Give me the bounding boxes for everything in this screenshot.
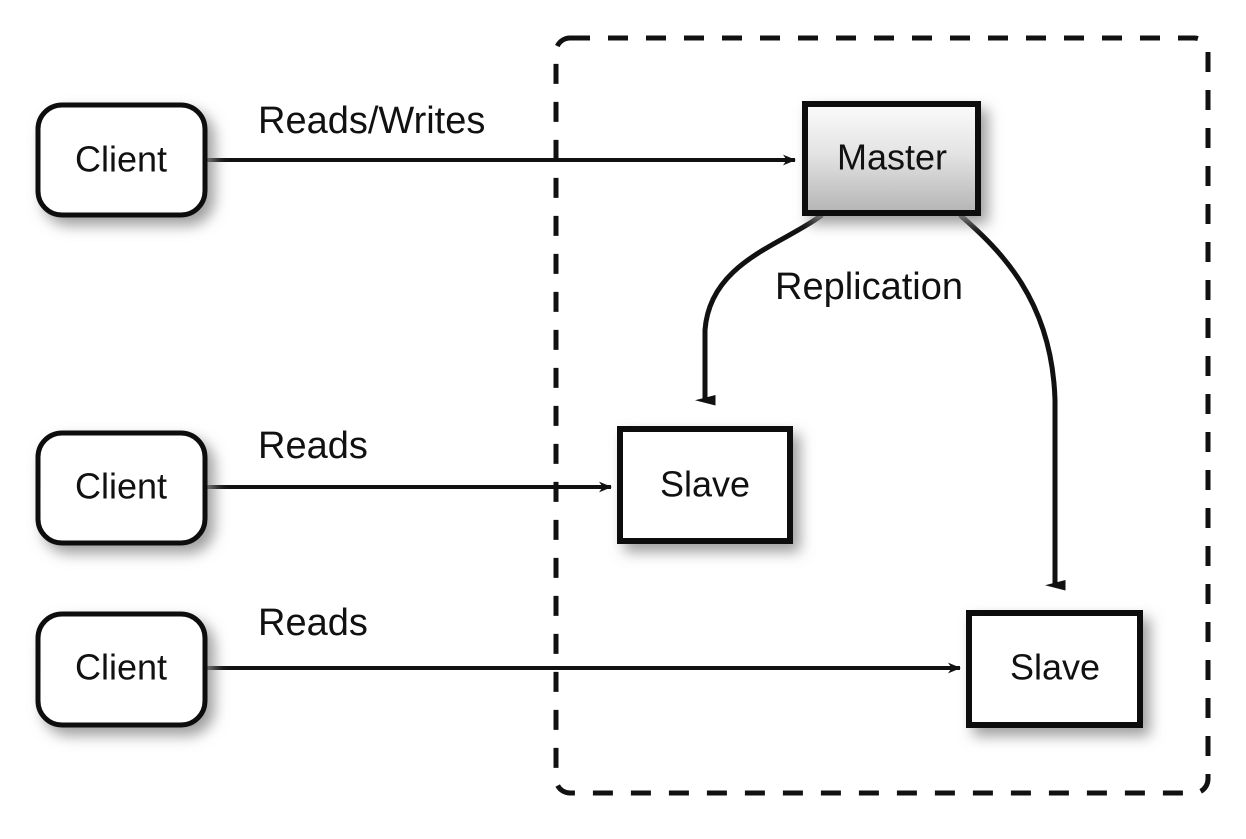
node-master[interactable]: Master xyxy=(802,101,981,216)
node-slave-2[interactable]: Slave xyxy=(966,610,1143,728)
node-client-2[interactable]: Client xyxy=(35,430,208,546)
node-client-3[interactable]: Client xyxy=(35,611,208,728)
edge-master-slave2 xyxy=(958,213,1066,591)
node-client-2-label: Client xyxy=(75,466,167,507)
edge-label-replication: Replication xyxy=(775,266,963,308)
node-master-label: Master xyxy=(837,137,947,178)
node-client-1-label: Client xyxy=(75,139,167,180)
node-slave-1-label: Slave xyxy=(660,464,750,505)
node-client-1[interactable]: Client xyxy=(35,102,208,218)
edge-master-slave1 xyxy=(695,212,824,406)
node-slave-2-label: Slave xyxy=(1010,647,1100,688)
edge-label-reads-slave2: Reads xyxy=(258,602,368,644)
node-slave-1[interactable]: Slave xyxy=(617,426,793,544)
node-client-3-label: Client xyxy=(75,647,167,688)
replication-cluster-boundary xyxy=(553,35,1211,796)
edge-label-reads-writes: Reads/Writes xyxy=(258,100,485,142)
edge-label-reads-slave1: Reads xyxy=(258,425,368,467)
